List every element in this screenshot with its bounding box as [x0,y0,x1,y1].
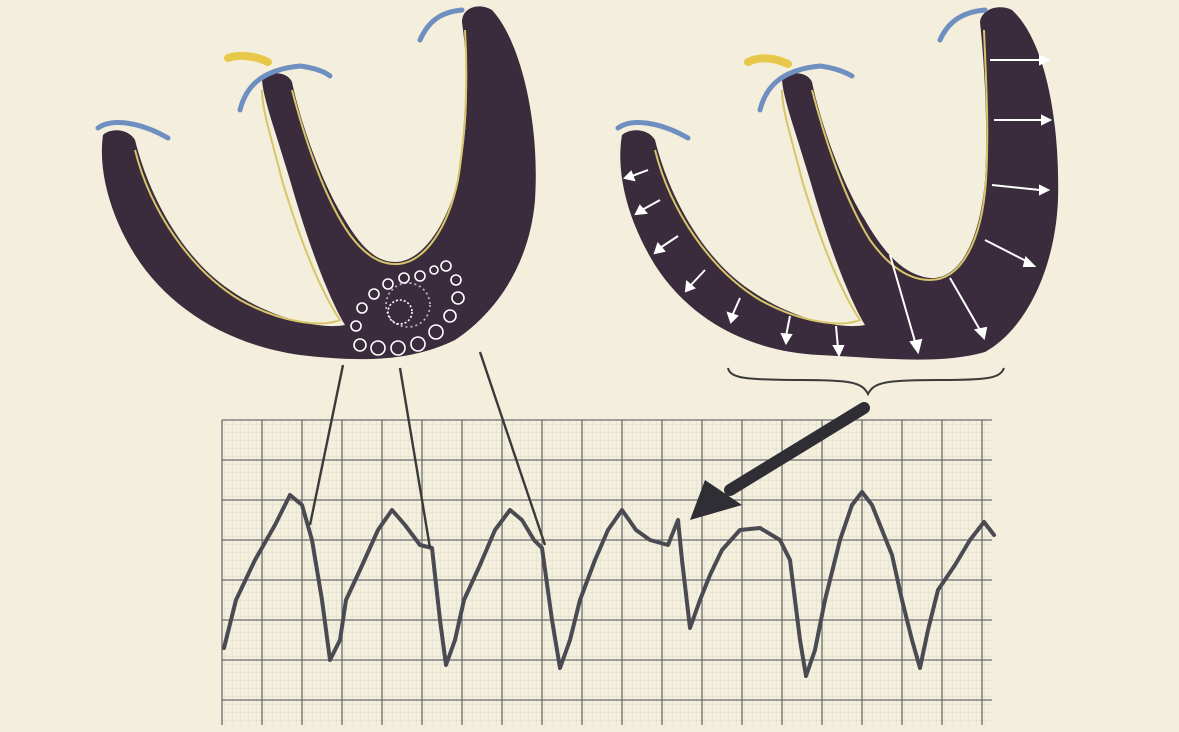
ecg-strip-icon [222,420,994,725]
left-ventricle-diagram-icon [98,6,536,359]
right-brace [728,368,1004,394]
right-ventricle-diagram-icon [618,7,1058,359]
left-vessel-yellow [228,56,268,62]
right-vessel-yellow [748,58,788,64]
left-myocardium [102,6,536,359]
left-vessel-blue-3 [420,10,462,40]
right-vessel-blue-3 [940,10,985,40]
ecg-minor-grid [222,420,992,725]
